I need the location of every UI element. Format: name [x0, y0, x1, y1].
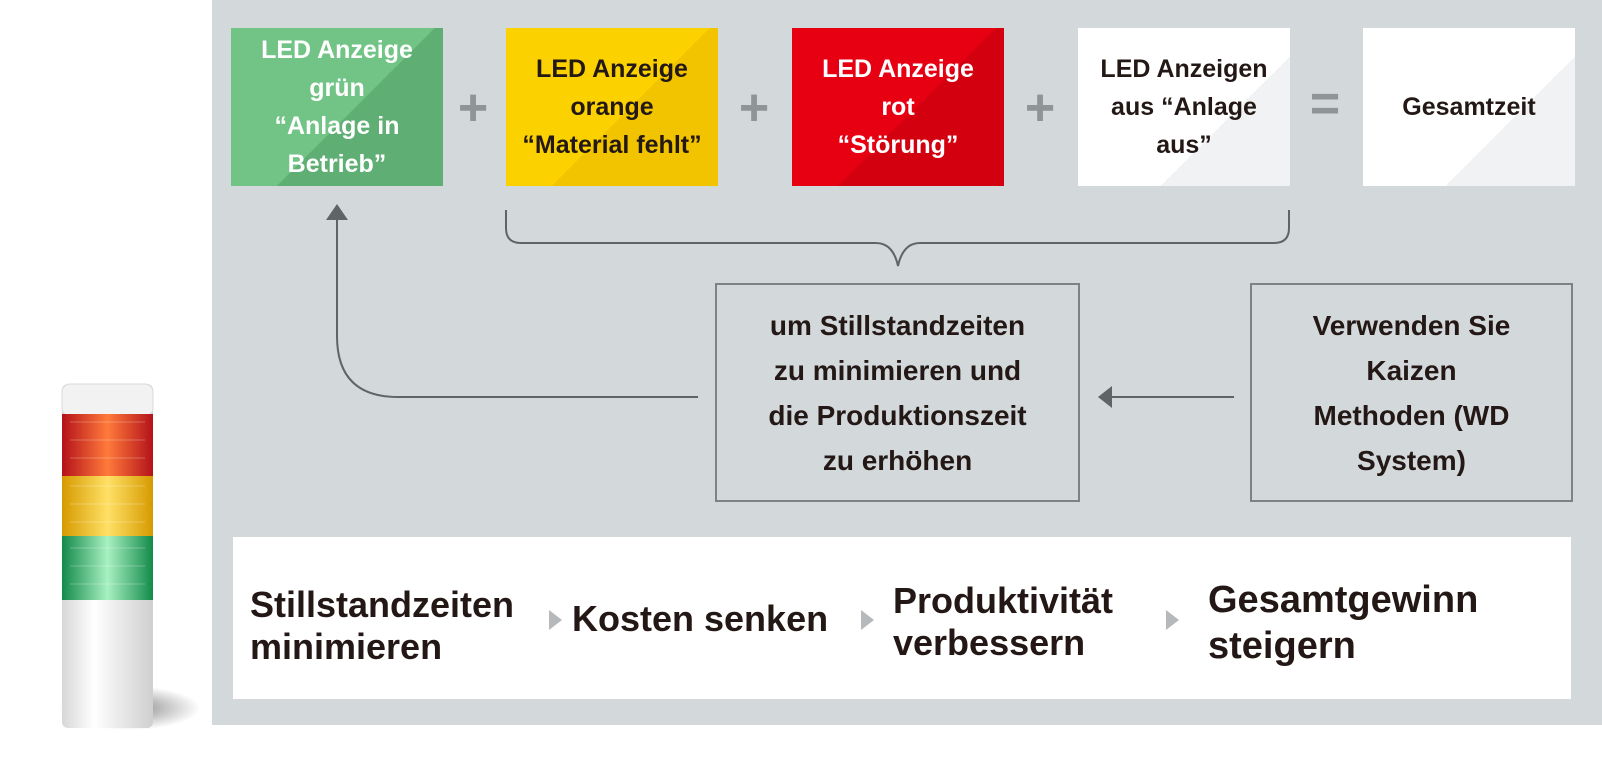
chevron-right-icon: [861, 610, 874, 630]
chevron-right-icon: [549, 610, 562, 630]
goal-box: um Stillstandzeiten zu minimieren und di…: [715, 283, 1080, 502]
kaizen-box: Verwenden Sie Kaizen Methoden (WD System…: [1250, 283, 1573, 502]
benefit-strip: [233, 537, 1571, 699]
state-box-green: LED Anzeige grün “Anlage in Betrieb”: [231, 28, 443, 186]
signal-tower-icon: [60, 383, 200, 730]
state-box-off: LED Anzeigen aus “Anlage aus”: [1078, 28, 1290, 186]
arrowhead-left-icon: [1098, 386, 1112, 408]
benefit-step-4: Gesamtgewinn steigern: [1208, 579, 1479, 667]
arrowhead-up-icon: [326, 204, 348, 220]
equals-operator: =: [1309, 75, 1341, 133]
plus-operator: +: [1024, 79, 1056, 137]
plus-operator: +: [457, 79, 489, 137]
chevron-right-icon: [1166, 610, 1179, 630]
plus-operator: +: [738, 79, 770, 137]
state-box-red: LED Anzeige rot “Störung”: [792, 28, 1004, 186]
benefit-step-2: Kosten senken: [572, 598, 829, 639]
feedback-arrow-line: [336, 218, 698, 398]
grouping-brace: [505, 210, 1290, 267]
total-time-box: Gesamtzeit: [1363, 28, 1575, 186]
benefit-step-1: Stillstandzeiten minimieren: [250, 584, 515, 667]
benefit-step-3: Produktivität verbessern: [893, 580, 1114, 663]
state-box-orange: LED Anzeige orange “Material fehlt”: [506, 28, 718, 186]
